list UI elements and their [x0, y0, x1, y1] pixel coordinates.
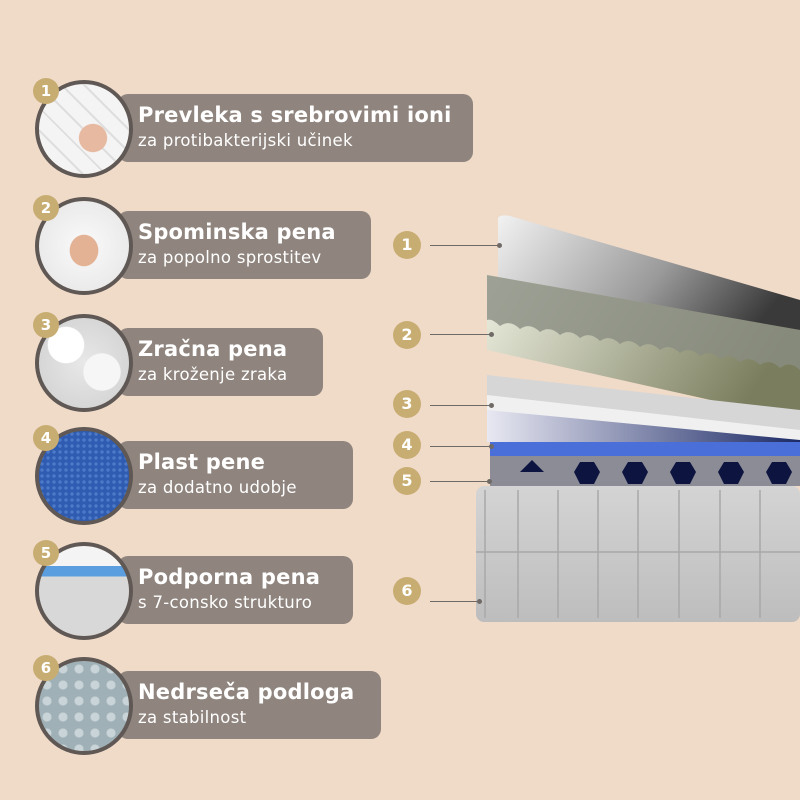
feature-label-box: Prevleka s srebrovimi ioni za protibakte…: [118, 94, 473, 162]
feature-number-badge: 2: [33, 195, 59, 221]
mattress-layers-illustration: [476, 215, 800, 622]
feature-title: Podporna pena: [138, 565, 321, 589]
feature-title: Zračna pena: [138, 337, 288, 361]
feature-item-2: Spominska pena za popolno sprostitev 2: [0, 195, 480, 295]
leader-line: [430, 243, 502, 248]
feature-title: Plast pene: [138, 450, 266, 474]
feature-number-badge: 1: [33, 78, 59, 104]
layer-marker-5: 5: [393, 467, 421, 495]
layer-marker-1: 1: [393, 231, 421, 259]
feature-title: Nedrseča podloga: [138, 680, 355, 704]
feature-item-1: Prevleka s srebrovimi ioni za protibakte…: [0, 78, 480, 178]
feature-number-badge: 5: [33, 540, 59, 566]
layer-marker-4: 4: [393, 431, 421, 459]
layer-marker-3: 3: [393, 390, 421, 418]
feature-title: Spominska pena: [138, 220, 336, 244]
layer-marker-2: 2: [393, 321, 421, 349]
feature-subtitle: za stabilnost: [138, 708, 247, 727]
feature-item-5: Podporna pena s 7-consko strukturo 5: [0, 540, 480, 640]
feature-subtitle: za dodatno udobje: [138, 478, 297, 497]
feature-subtitle: za kroženje zraka: [138, 365, 288, 384]
feature-label-box: Nedrseča podloga za stabilnost: [118, 671, 381, 739]
feature-subtitle: za protibakterijski učinek: [138, 131, 353, 150]
leader-line: [430, 332, 494, 337]
layer-blue-foam-shade: [487, 410, 800, 450]
layer-memory-foam-waves: [487, 275, 800, 370]
feature-item-4: Plast pene za dodatno udobje 4: [0, 425, 480, 525]
layer-blue-foam: [490, 442, 800, 456]
feature-label-box: Spominska pena za popolno sprostitev: [118, 211, 371, 279]
feature-label-box: Zračna pena za kroženje zraka: [118, 328, 323, 396]
leader-line: [430, 403, 494, 408]
feature-label-box: Plast pene za dodatno udobje: [118, 441, 353, 509]
feature-item-6: Nedrseča podloga za stabilnost 6: [0, 655, 480, 755]
feature-title: Prevleka s srebrovimi ioni: [138, 103, 452, 127]
feature-number-badge: 4: [33, 425, 59, 451]
support-zone-cutouts: [520, 460, 792, 484]
layer-marker-6: 6: [393, 577, 421, 605]
leader-line: [430, 479, 492, 484]
feature-label-box: Podporna pena s 7-consko strukturo: [118, 556, 353, 624]
feature-number-badge: 3: [33, 312, 59, 338]
base-quilt-grid: [476, 490, 800, 618]
leader-line: [430, 444, 494, 449]
feature-item-3: Zračna pena za kroženje zraka 3: [0, 312, 480, 412]
feature-subtitle: za popolno sprostitev: [138, 248, 322, 267]
leader-line: [430, 599, 482, 604]
feature-subtitle: s 7-consko strukturo: [138, 593, 313, 612]
feature-number-badge: 6: [33, 655, 59, 681]
